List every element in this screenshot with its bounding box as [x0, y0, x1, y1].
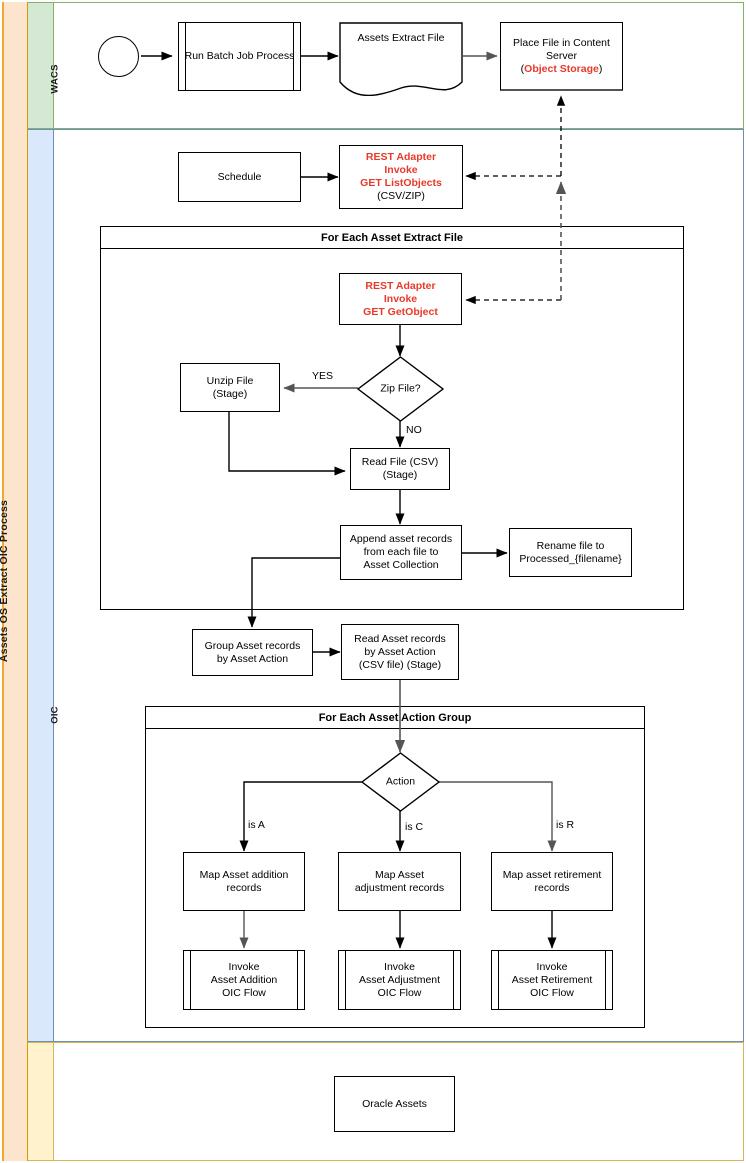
object-storage-text: Object Storage: [524, 62, 599, 75]
node-label-line3: (CSV file) (Stage): [358, 658, 442, 671]
container-for-each-asset-extract-file: For Each Asset Extract File: [100, 226, 684, 610]
node-unzip-file[interactable]: Unzip File (Stage): [180, 363, 280, 412]
node-assets-extract-file[interactable]: Assets Extract File: [339, 22, 463, 96]
node-label: Run Batch Job Process: [184, 50, 295, 62]
node-invoke-asset-adjustment-oic-flow[interactable]: Invoke Asset Adjustment OIC Flow: [338, 950, 461, 1010]
node-action-decision[interactable]: Action: [361, 752, 440, 812]
node-label-line3: Asset Collection: [363, 559, 439, 571]
node-label: Schedule: [217, 170, 262, 183]
node-rest-adapter-get-getobject[interactable]: REST Adapter Invoke GET GetObject: [339, 273, 462, 325]
node-map-asset-retirement-records[interactable]: Map asset retirement records: [491, 852, 613, 911]
node-label: Assets Extract File: [357, 32, 445, 44]
node-label-line1: Invoke: [536, 960, 568, 973]
node-label-line2: Asset Adjustment: [358, 973, 441, 986]
node-label-line1: REST Adapter: [365, 151, 437, 163]
node-rest-adapter-get-listobjects[interactable]: REST Adapter Invoke GET ListObjects (CSV…: [339, 145, 463, 209]
node-label-line1: Rename file to: [536, 539, 605, 552]
node-place-file-in-content-server[interactable]: Place File in Content Server (Object Sto…: [500, 22, 623, 91]
node-label-line2: adjustment records: [354, 881, 445, 894]
container-for-each-asset-action-group: For Each Asset Action Group: [145, 706, 645, 1028]
node-label-line1: Read Asset records: [354, 632, 446, 645]
lane-header-erpfa: ERPFA: [28, 1042, 54, 1161]
pool-header: Assets OS Extract OIC Process: [0, 2, 28, 1161]
node-invoke-asset-retirement-oic-flow[interactable]: Invoke Asset Retirement OIC Flow: [491, 950, 613, 1010]
node-label-line2: records: [534, 881, 570, 894]
node-label-line3: GET ListObjects: [360, 177, 442, 189]
node-label-line1: Invoke: [228, 960, 260, 973]
node-label-line2: Asset Addition: [210, 973, 278, 986]
edge-label-is-c: is C: [405, 821, 424, 833]
node-oracle-assets[interactable]: Oracle Assets: [334, 1076, 455, 1132]
node-label-line1: Append asset records: [349, 533, 453, 545]
paren-open: (: [520, 62, 525, 75]
node-label: Zip File?: [380, 382, 421, 395]
node-read-file-csv[interactable]: Read File (CSV) (Stage): [350, 448, 450, 490]
node-map-asset-adjustment-records[interactable]: Map Asset adjustment records: [338, 852, 461, 911]
node-label-line1: Map Asset: [374, 868, 425, 881]
node-label-line2: Invoke: [383, 292, 418, 305]
edge-label-is-r: is R: [556, 819, 575, 831]
node-label-line1: Group Asset records: [204, 639, 301, 652]
node-label-line2: Asset Retirement: [511, 973, 593, 986]
node-label-line3: GET GetObject: [363, 305, 438, 318]
node-label-line2: records: [226, 881, 262, 894]
lane-label-wacs: WACS: [49, 64, 60, 94]
node-run-batch-job-process[interactable]: Run Batch Job Process: [178, 22, 301, 91]
node-label-line1: Map asset retirement: [502, 868, 602, 881]
node-label-line1: Place File in Content: [513, 36, 610, 49]
lane-header-oic: OIC: [28, 129, 60, 1042]
node-label-line4: (CSV/ZIP): [377, 190, 425, 202]
node-label-line2: by Asset Action: [364, 645, 436, 658]
node-label-line1: Read File (CSV): [361, 456, 439, 468]
node-label-line2: (Stage): [382, 469, 418, 481]
lane-label-oic: OIC: [49, 706, 60, 724]
node-label-line3: OIC Flow: [222, 986, 266, 999]
paren-close: ): [598, 62, 603, 75]
node-label-line1: Unzip File: [206, 374, 254, 387]
start-event[interactable]: [98, 36, 139, 77]
edge-label-yes: YES: [312, 370, 334, 382]
node-label-line2: Server: [546, 49, 577, 62]
node-append-asset-records[interactable]: Append asset records from each file to A…: [340, 525, 462, 580]
lane-header-wacs: WACS: [28, 2, 60, 129]
node-read-asset-records[interactable]: Read Asset records by Asset Action (CSV …: [341, 624, 459, 680]
node-label: Oracle Assets: [362, 1097, 427, 1110]
node-rename-file[interactable]: Rename file to Processed_{filename}: [509, 528, 632, 577]
node-schedule[interactable]: Schedule: [178, 152, 301, 202]
node-zip-file-decision[interactable]: Zip File?: [357, 356, 444, 422]
node-label: Action: [385, 775, 416, 788]
node-invoke-asset-addition-oic-flow[interactable]: Invoke Asset Addition OIC Flow: [183, 950, 305, 1010]
node-group-asset-records[interactable]: Group Asset records by Asset Action: [192, 629, 313, 676]
edge-label-no: NO: [406, 424, 422, 436]
node-label-line1: Map Asset addition: [199, 868, 289, 881]
node-label-line2: Invoke: [384, 164, 418, 176]
node-label-line1: Invoke: [384, 960, 415, 973]
pool-title: Assets OS Extract OIC Process: [0, 499, 10, 663]
container-title-for-each-asset-action-group: For Each Asset Action Group: [146, 707, 644, 729]
node-map-asset-addition-records[interactable]: Map Asset addition records: [183, 852, 305, 911]
node-label-line3: (Object Storage): [521, 63, 603, 76]
node-label-line2: from each file to: [363, 546, 439, 558]
node-label-line2: by Asset Action: [216, 652, 289, 665]
node-label-line2: Processed_{filename}: [519, 552, 622, 565]
node-label-line3: OIC Flow: [377, 986, 422, 999]
edge-label-is-a: is A: [248, 819, 265, 831]
node-label-line2: (Stage): [212, 387, 248, 400]
node-label-line1: REST Adapter: [365, 279, 436, 292]
node-label-line3: OIC Flow: [530, 986, 574, 999]
container-title-for-each-asset-extract-file: For Each Asset Extract File: [101, 227, 683, 249]
